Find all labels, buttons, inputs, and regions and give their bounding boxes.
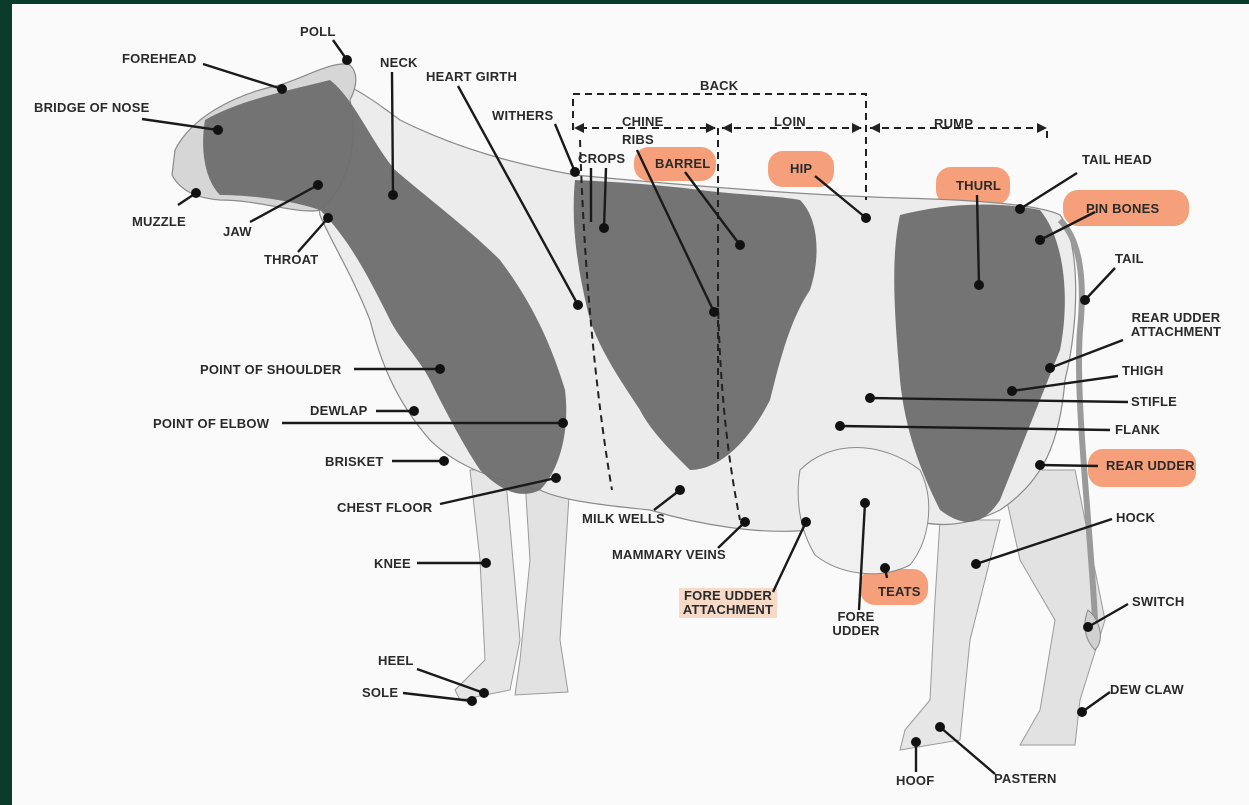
label-knee: KNEE xyxy=(374,557,411,571)
label-sole: SOLE xyxy=(362,686,398,700)
label-rear-udder-attachment: REAR UDDER ATTACHMENT xyxy=(1124,311,1228,339)
label-pin-bones: PIN BONES xyxy=(1086,202,1159,216)
label-rear-udder: REAR UDDER xyxy=(1106,459,1195,473)
label-barrel: BARREL xyxy=(655,157,710,171)
label-dew-claw: DEW CLAW xyxy=(1110,683,1184,697)
label-pastern: PASTERN xyxy=(994,772,1057,786)
label-thurl: THURL xyxy=(956,179,1001,193)
label-milk-wells: MILK WELLS xyxy=(582,512,665,526)
label-neck: NECK xyxy=(380,56,418,70)
label-crops: CROPS xyxy=(578,152,625,166)
label-back: BACK xyxy=(700,79,738,93)
label-dewlap: DEWLAP xyxy=(310,404,368,418)
label-hoof: HOOF xyxy=(896,774,934,788)
label-bridge-of-nose: BRIDGE OF NOSE xyxy=(34,101,149,115)
label-heel: HEEL xyxy=(378,654,413,668)
label-throat: THROAT xyxy=(264,253,318,267)
label-hip: HIP xyxy=(790,162,812,176)
label-teats: TEATS xyxy=(878,585,921,599)
label-tail-head: TAIL HEAD xyxy=(1082,153,1152,167)
label-fore-udder: FORE UDDER xyxy=(826,610,886,638)
label-withers: WITHERS xyxy=(492,109,553,123)
label-rump: RUMP xyxy=(934,117,973,131)
label-chest-floor: CHEST FLOOR xyxy=(337,501,432,515)
label-rear-udder-attachment-line1: REAR UDDER xyxy=(1124,311,1228,325)
label-flank: FLANK xyxy=(1115,423,1160,437)
label-muzzle: MUZZLE xyxy=(132,215,186,229)
label-poll: POLL xyxy=(300,25,335,39)
label-tail: TAIL xyxy=(1115,252,1144,266)
label-stifle: STIFLE xyxy=(1131,395,1177,409)
label-point-of-shoulder: POINT OF SHOULDER xyxy=(200,363,341,377)
label-fore-udder-line1: FORE xyxy=(826,610,886,624)
label-fore-udder-attachment: FORE UDDER ATTACHMENT xyxy=(680,589,776,617)
label-ribs: RIBS xyxy=(622,133,654,147)
label-forehead: FOREHEAD xyxy=(122,52,197,66)
label-thigh: THIGH xyxy=(1122,364,1163,378)
label-loin: LOIN xyxy=(774,115,806,129)
label-hock: HOCK xyxy=(1116,511,1155,525)
label-jaw: JAW xyxy=(223,225,252,239)
label-rear-udder-attachment-line2: ATTACHMENT xyxy=(1124,325,1228,339)
label-heart-girth: HEART GIRTH xyxy=(426,70,517,84)
label-chine: CHINE xyxy=(622,115,663,129)
label-fore-udder-attachment-line1: FORE UDDER xyxy=(680,589,776,603)
label-fore-udder-attachment-line2: ATTACHMENT xyxy=(680,603,776,617)
label-brisket: BRISKET xyxy=(325,455,383,469)
label-mammary-veins: MAMMARY VEINS xyxy=(612,548,726,562)
label-point-of-elbow: POINT OF ELBOW xyxy=(153,417,269,431)
label-fore-udder-line2: UDDER xyxy=(826,624,886,638)
label-switch: SWITCH xyxy=(1132,595,1184,609)
